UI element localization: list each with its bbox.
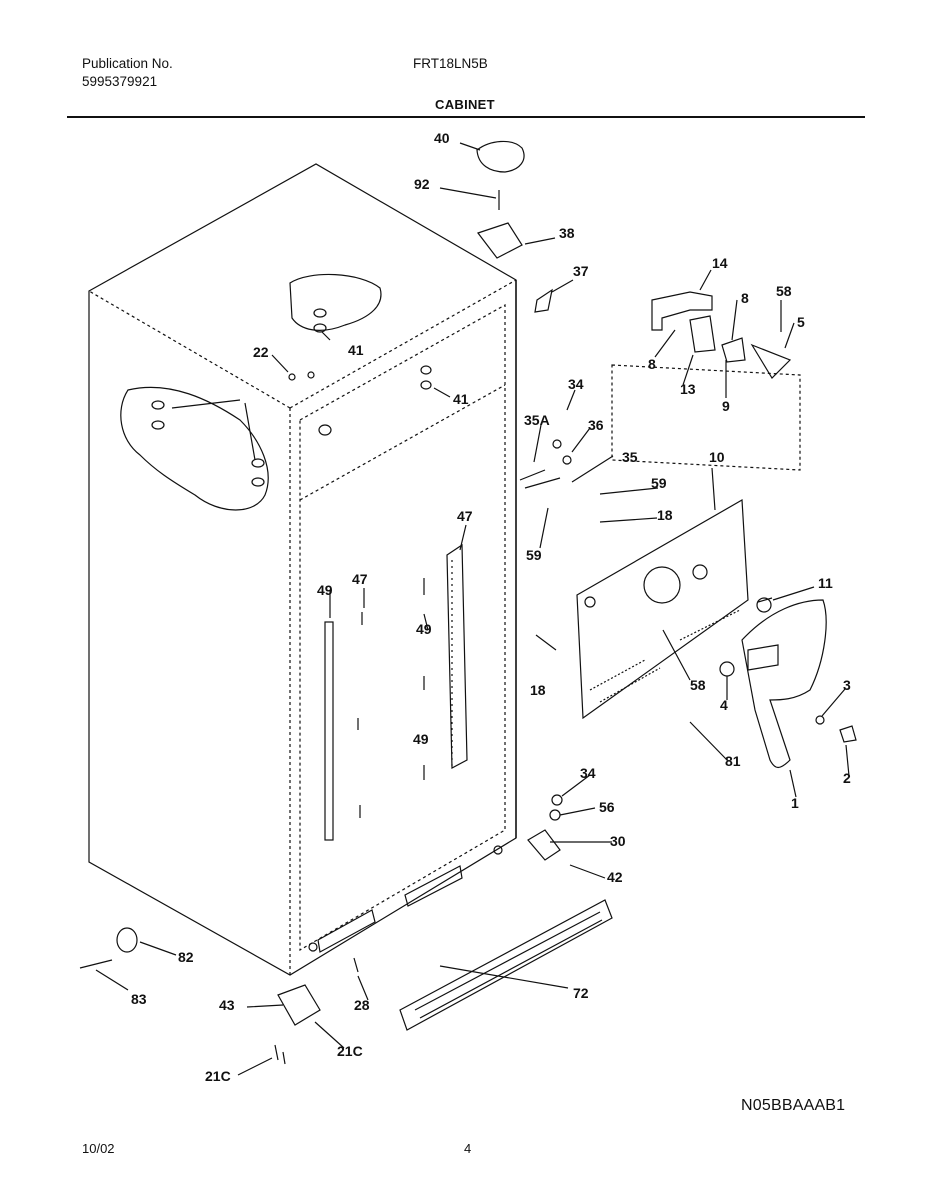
callout-58: 58 — [776, 283, 792, 299]
callout-36: 36 — [588, 417, 604, 433]
callout-37: 37 — [573, 263, 589, 279]
callout-38: 38 — [559, 225, 575, 241]
callout-82: 82 — [178, 949, 194, 965]
hinge-cover — [476, 140, 525, 173]
callout-41: 41 — [453, 391, 469, 407]
callout-59: 59 — [526, 547, 542, 563]
callout-18: 18 — [530, 682, 546, 698]
callout-3: 3 — [843, 677, 851, 693]
callout-59: 59 — [651, 475, 667, 491]
air-duct — [741, 599, 827, 769]
insulation-pad-top — [289, 273, 382, 331]
callout-28: 28 — [354, 997, 370, 1013]
callout-47: 47 — [352, 571, 368, 587]
callout-35a: 35A — [524, 412, 550, 428]
callout-43: 43 — [219, 997, 235, 1013]
callout-41: 41 — [348, 342, 364, 358]
callout-9: 9 — [722, 398, 730, 414]
callout-8: 8 — [648, 356, 656, 372]
callout-11: 11 — [818, 575, 833, 591]
callout-30: 30 — [610, 833, 626, 849]
callout-34: 34 — [568, 376, 584, 392]
callout-21c: 21C — [205, 1068, 231, 1084]
roller — [116, 927, 138, 953]
leveling-bracket — [277, 984, 321, 1026]
publication-number: 5995379921 — [82, 74, 158, 89]
callout-14: 14 — [712, 255, 728, 271]
callout-2: 2 — [843, 770, 851, 786]
callout-18: 18 — [657, 507, 673, 523]
publication-label: Publication No. — [82, 56, 173, 71]
callout-42: 42 — [607, 869, 623, 885]
toe-grille — [399, 899, 613, 1031]
callout-92: 92 — [414, 176, 430, 192]
callout-5: 5 — [797, 314, 805, 330]
callout-56: 56 — [599, 799, 615, 815]
callout-10: 10 — [709, 449, 725, 465]
callout-47: 47 — [457, 508, 473, 524]
callout-49: 49 — [416, 621, 432, 637]
callout-4: 4 — [720, 697, 728, 713]
page-number: 4 — [464, 1141, 472, 1156]
callout-21c: 21C — [337, 1043, 363, 1059]
revision-date: 10/02 — [82, 1141, 115, 1156]
callout-40: 40 — [434, 130, 450, 146]
callout-49: 49 — [413, 731, 429, 747]
top-hinge — [477, 222, 523, 259]
insulation-pad-left — [120, 386, 269, 511]
cabinet-front-face — [88, 163, 517, 976]
callout-22: 22 — [253, 344, 269, 360]
diagram-code: N05BBAAAB1 — [741, 1097, 846, 1114]
callout-13: 13 — [680, 381, 696, 397]
header-rule — [67, 116, 865, 118]
section-title: CABINET — [435, 97, 495, 112]
callout-49: 49 — [317, 582, 333, 598]
model-number: FRT18LN5B — [413, 56, 488, 71]
callout-35: 35 — [622, 449, 638, 465]
callout-72: 72 — [573, 985, 589, 1001]
evaporator-cover — [576, 498, 749, 720]
callout-34: 34 — [580, 765, 596, 781]
callout-81: 81 — [725, 753, 741, 769]
callout-83: 83 — [131, 991, 147, 1007]
callout-8: 8 — [741, 290, 749, 306]
callout-1: 1 — [791, 795, 799, 811]
callout-58: 58 — [690, 677, 706, 693]
